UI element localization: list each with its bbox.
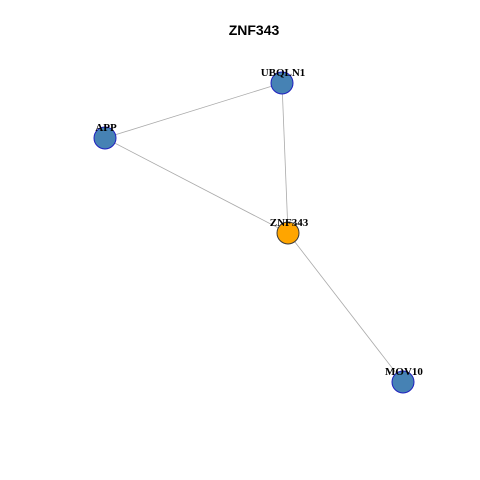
node-circle[interactable] xyxy=(276,221,300,245)
node-circle[interactable] xyxy=(270,71,294,95)
node-znf343[interactable]: ZNF343 xyxy=(270,217,309,245)
node-label: UBQLN1 xyxy=(261,67,306,79)
node-label: APP xyxy=(95,122,117,134)
node-app[interactable]: APP xyxy=(93,122,117,150)
node-mov10[interactable]: MOV10 xyxy=(385,366,423,394)
edge-app-znf343 xyxy=(104,137,289,234)
edge-ubqln1-znf343 xyxy=(281,82,289,234)
edges-layer xyxy=(104,82,404,383)
edge-app-ubqln1 xyxy=(104,82,283,139)
node-ubqln1[interactable]: UBQLN1 xyxy=(261,67,306,95)
edge-znf343-mov10 xyxy=(287,232,404,383)
node-circle[interactable] xyxy=(391,370,415,394)
graph-title: ZNF343 xyxy=(229,22,280,38)
node-circle[interactable] xyxy=(93,126,117,150)
node-label: MOV10 xyxy=(385,366,423,378)
node-label: ZNF343 xyxy=(270,217,309,229)
